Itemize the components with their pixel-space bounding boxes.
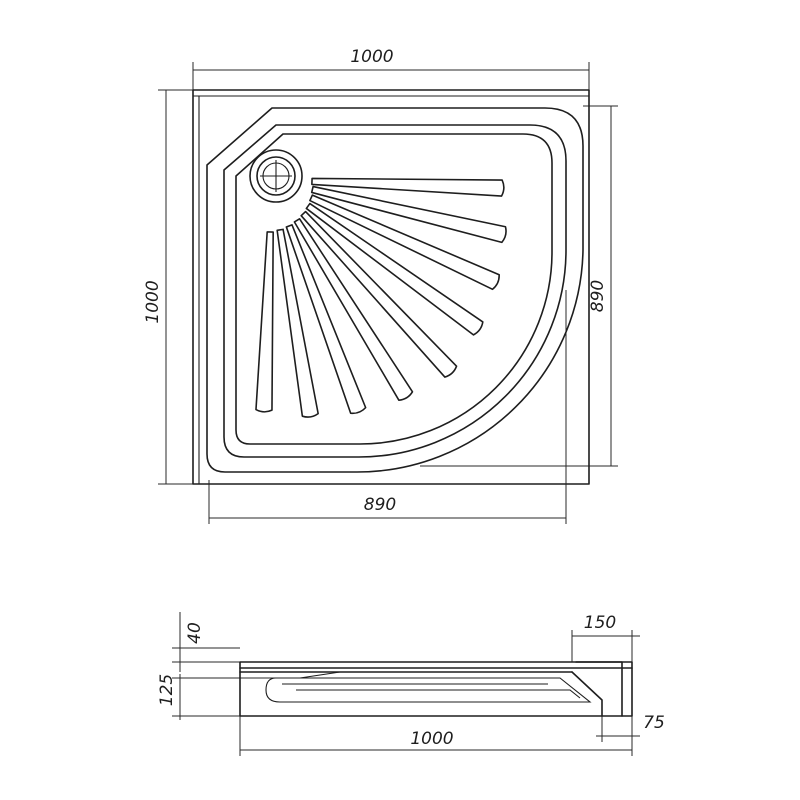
tray-side-profile <box>239 661 633 717</box>
dimension-right-height: 890 <box>420 105 618 467</box>
dimension-total-height: 125 <box>157 674 300 720</box>
dimension-label-right-height: 890 <box>588 280 608 312</box>
dimension-step-height: 75 <box>596 706 665 742</box>
dimension-label-total-height: 125 <box>157 674 177 706</box>
anti-slip-rib <box>293 218 414 401</box>
anti-slip-rib <box>276 228 319 418</box>
dimension-label-step-height: 75 <box>643 713 665 733</box>
dimension-bottom-width: 890 <box>208 290 567 524</box>
anti-slip-rib <box>311 177 505 197</box>
dimension-rim-depth: 40 <box>172 612 240 672</box>
dimension-label-top-width: 1000 <box>350 47 393 67</box>
tray-inner-rim <box>223 124 567 458</box>
anti-slip-rib <box>305 202 484 336</box>
dimension-left-height: 1000 <box>143 89 193 485</box>
anti-slip-rib <box>255 231 274 413</box>
dimension-length: 1000 <box>239 716 633 756</box>
anti-slip-rib <box>309 194 500 291</box>
dimension-label-bottom-width: 890 <box>364 495 396 515</box>
anti-slip-rib <box>300 210 458 378</box>
anti-slip-rib <box>310 185 507 244</box>
side-view: 40 125 150 75 1000 <box>157 612 665 756</box>
tray-outer-square <box>192 89 590 485</box>
dimension-label-rim-depth: 40 <box>185 622 205 644</box>
anti-slip-rib <box>285 224 367 415</box>
dimension-top-width: 1000 <box>192 47 590 90</box>
dimension-step-width: 150 <box>571 613 640 662</box>
dimension-label-length: 1000 <box>410 729 453 749</box>
dimension-label-step-width: 150 <box>584 613 616 633</box>
tray-outer-rim <box>206 107 584 473</box>
dimension-label-left-height: 1000 <box>143 280 163 323</box>
drain-icon <box>249 149 303 203</box>
top-view: 1000 1000 890 890 <box>143 47 618 524</box>
tray-basin <box>235 133 553 445</box>
anti-slip-ribs <box>255 177 507 418</box>
